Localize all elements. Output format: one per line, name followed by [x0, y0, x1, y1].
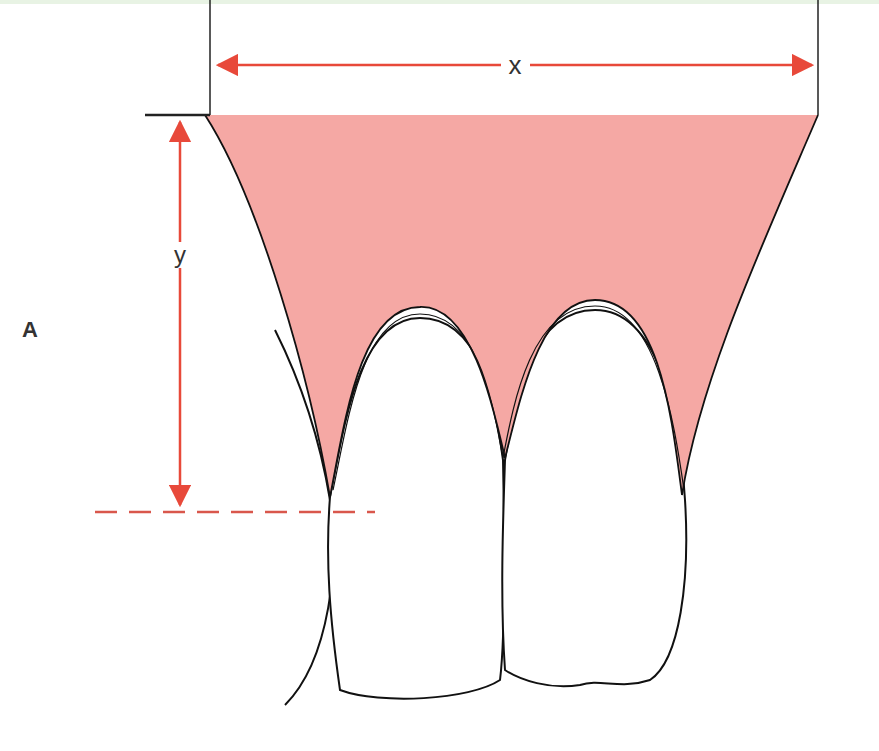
- frame-tint: [0, 0, 879, 4]
- gingiva-outline: [205, 115, 818, 497]
- extension-line: [817, 0, 819, 115]
- gingival-margin: [333, 306, 684, 490]
- dimension-label: x: [501, 51, 530, 80]
- dimension-arrow: [179, 122, 182, 505]
- reference-line: [95, 511, 375, 514]
- gingiva: [205, 115, 818, 497]
- extension-line: [145, 114, 210, 117]
- extension-line: [209, 0, 211, 115]
- figure-letter: A: [20, 318, 40, 342]
- dimension-label: y: [170, 242, 190, 268]
